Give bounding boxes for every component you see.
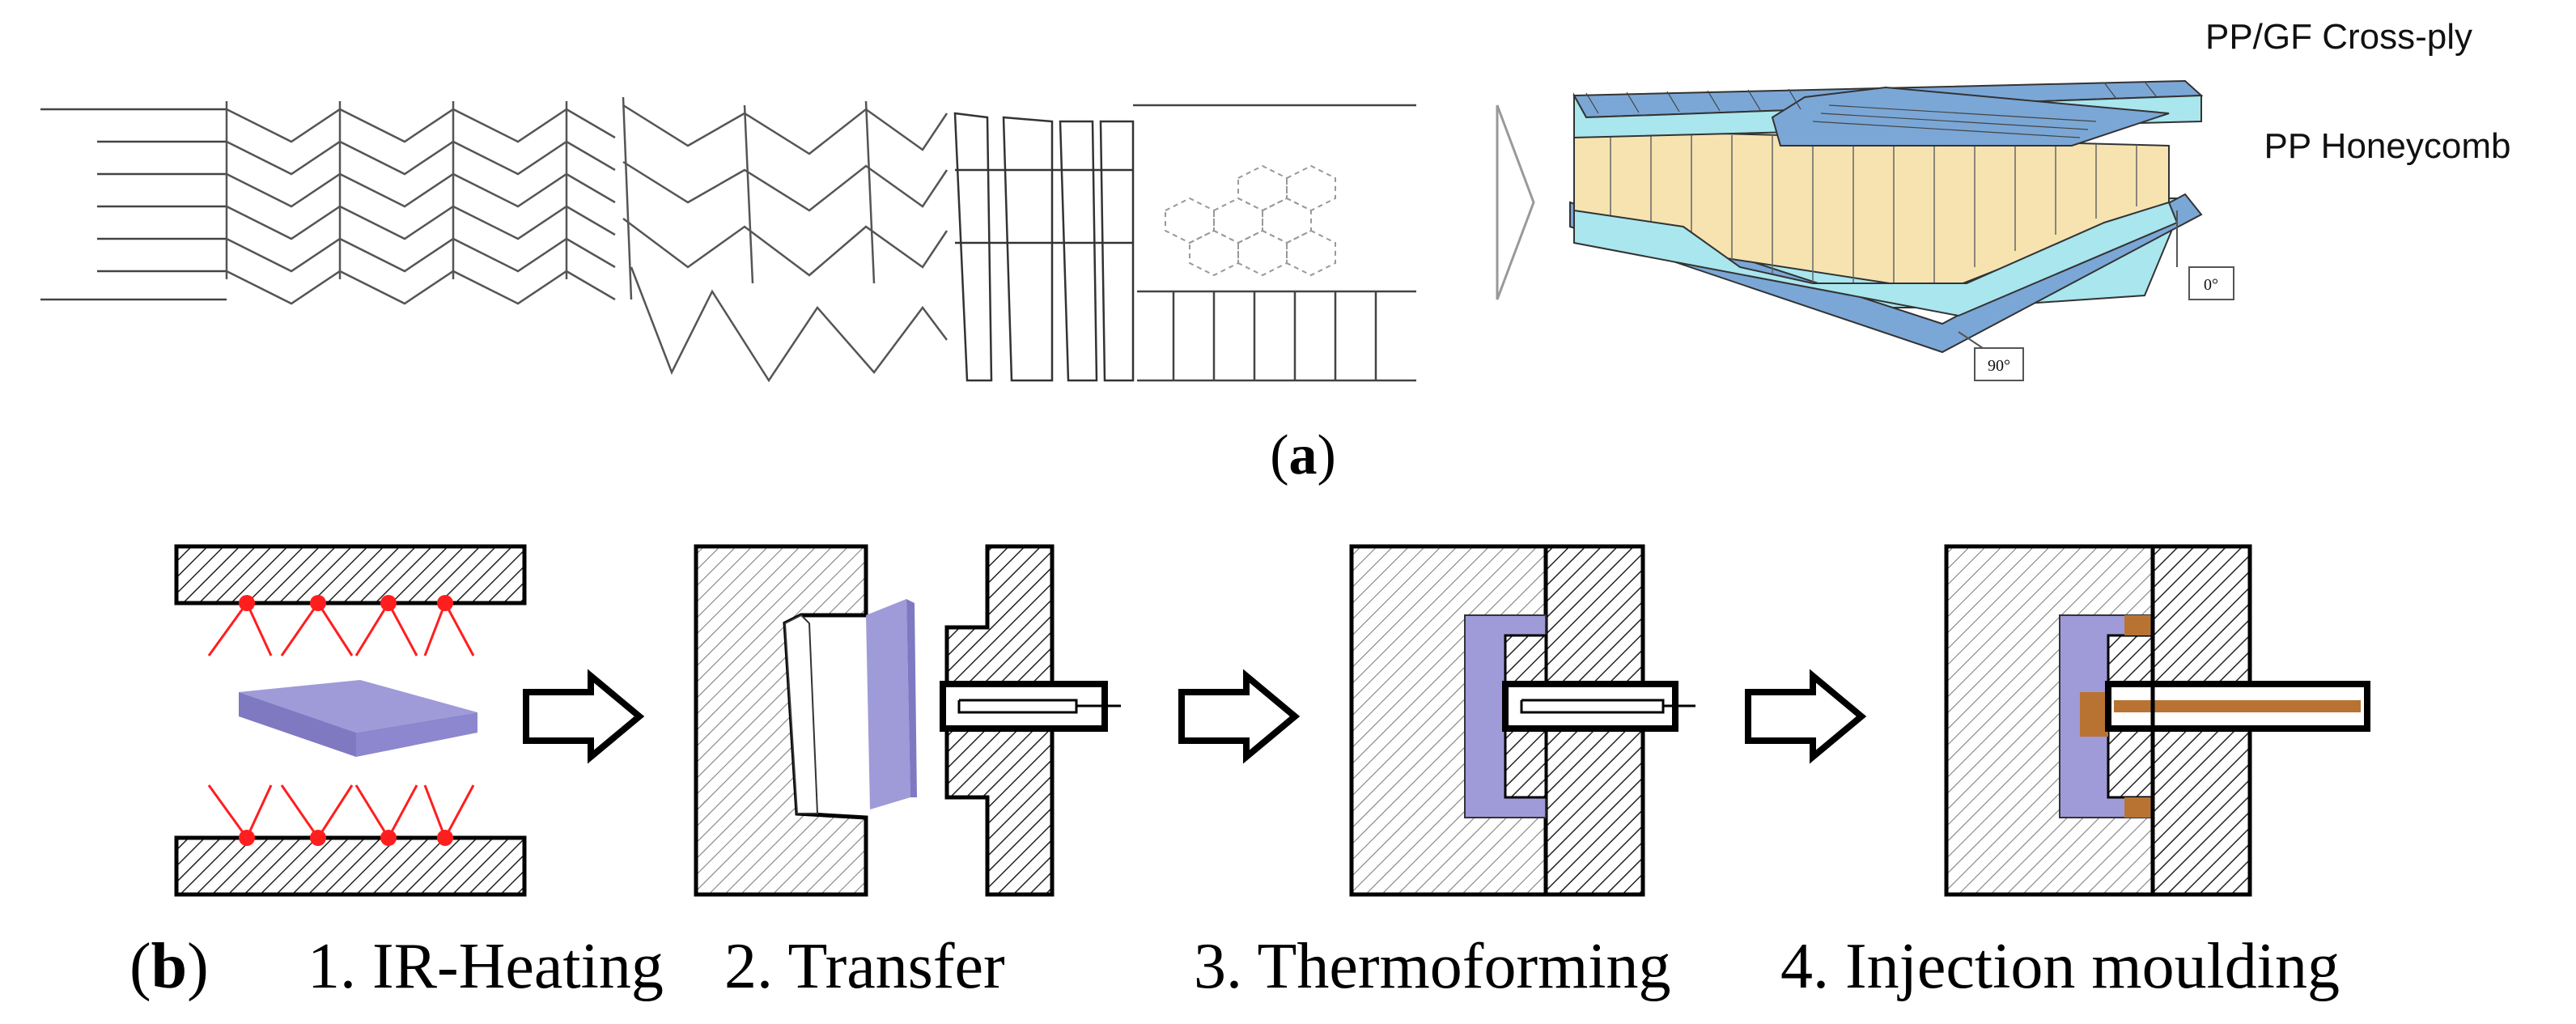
step-injection-moulding-diagram bbox=[1944, 544, 2370, 897]
panel-a-caption: (a) bbox=[1270, 424, 1336, 487]
preheated-sheet bbox=[866, 599, 917, 809]
folded-layers-1 bbox=[225, 101, 616, 305]
folded-layers-3 bbox=[953, 112, 1135, 382]
step-thermoforming-diagram bbox=[1349, 544, 1695, 897]
step-4-label: 4. Injection moulding bbox=[1780, 931, 2340, 1002]
step-ir-heating-diagram bbox=[174, 544, 527, 897]
flat-sheet-lines bbox=[40, 108, 227, 301]
arrow-right-icon bbox=[1496, 104, 1535, 300]
angle-callout-90: 90° bbox=[1958, 331, 2024, 381]
ir-emitters bbox=[239, 595, 453, 846]
top-ply-cutout bbox=[1771, 86, 2170, 147]
angle-0-label: 0° bbox=[2204, 276, 2218, 294]
angle-callout-0: 0° bbox=[2176, 210, 2234, 300]
folded-layers-2 bbox=[622, 96, 948, 383]
injection-nozzle bbox=[1502, 681, 1678, 732]
step-3-label: 3. Thermoforming bbox=[1194, 931, 1671, 1002]
injected-material bbox=[2080, 615, 2153, 818]
arrow-right-icon bbox=[1745, 669, 1867, 764]
angle-90-label: 90° bbox=[1988, 357, 2010, 375]
top-layer-label: PP/GF Cross-ply bbox=[2205, 17, 2472, 57]
honeycomb-hidden-cells bbox=[1165, 164, 1336, 277]
folding-process-drawing bbox=[40, 96, 1416, 383]
panel-b-caption: (b) bbox=[129, 931, 209, 1002]
step-2-label: 2. Transfer bbox=[724, 931, 1005, 1002]
composite-sheet bbox=[239, 680, 477, 757]
bottom-ply-face bbox=[1569, 193, 2203, 354]
honeycomb-block bbox=[1133, 104, 1416, 382]
step-1-label: 1. IR-Heating bbox=[308, 931, 664, 1002]
sandwich-panel-illustration: 0° 90° bbox=[1569, 79, 2234, 381]
ir-heater-top bbox=[174, 544, 527, 605]
core-label: PP Honeycomb bbox=[2264, 126, 2511, 166]
arrow-right-icon bbox=[1178, 669, 1301, 764]
step-transfer-diagram bbox=[694, 544, 1121, 897]
mould-left-half bbox=[694, 544, 868, 897]
ir-heater-bottom bbox=[174, 835, 527, 897]
arrow-right-icon bbox=[523, 669, 645, 764]
